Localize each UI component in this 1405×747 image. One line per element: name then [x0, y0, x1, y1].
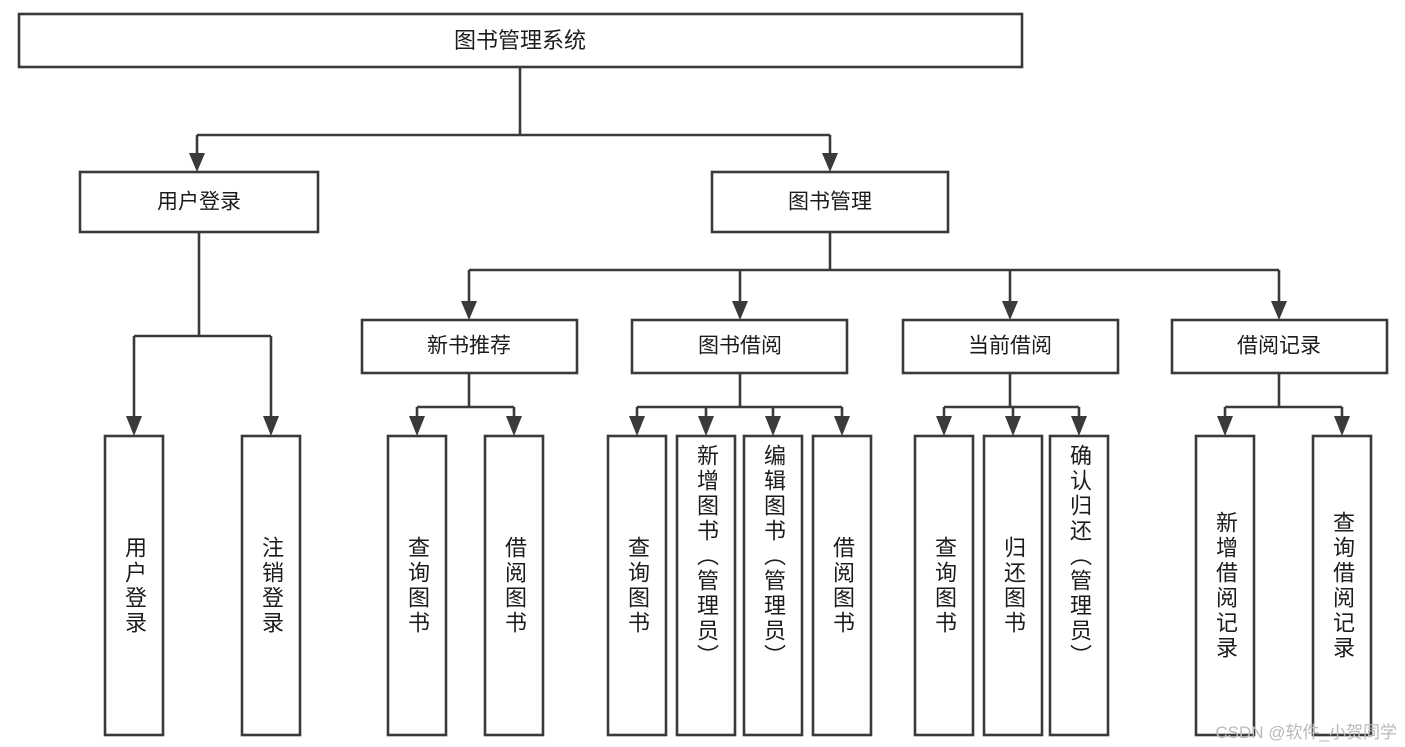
arrowhead-leaf-confirm-return: [1071, 416, 1087, 436]
leaf-logout-login-box[interactable]: [240, 434, 302, 737]
arrowhead-leaf-user-login: [126, 416, 142, 436]
leaf-user-login-box[interactable]: [103, 434, 165, 737]
node-book-borrow-label: 图书借阅: [698, 335, 782, 358]
node-current-borrow-box[interactable]: [901, 318, 1120, 375]
node-borrow-record-label: 借阅记录: [1237, 335, 1321, 358]
arrowhead-leaf-borrow-book-1: [506, 416, 522, 436]
node-root-label: 图书管理系统: [454, 28, 586, 53]
node-borrow-record-box[interactable]: [1170, 318, 1389, 375]
node-root-box[interactable]: [17, 12, 1024, 69]
arrowhead-leaf-add-record: [1217, 416, 1233, 436]
leaf-edit-book-box[interactable]: [742, 434, 804, 737]
csdn-watermark: CSDN @软件_小贺同学: [1215, 723, 1397, 742]
leaf-query-record-box[interactable]: [1311, 434, 1373, 737]
leaf-borrow-book-2-box[interactable]: [811, 434, 873, 737]
leaf-query-book-3-box[interactable]: [913, 434, 975, 737]
leaf-return-book-box[interactable]: [982, 434, 1044, 737]
arrowhead-leaf-query-book-3: [936, 416, 952, 436]
arrowhead-leaf-add-book: [698, 416, 714, 436]
node-user-login-label: 用户登录: [157, 191, 241, 214]
arrowhead-book-manage: [822, 153, 838, 172]
arrowhead-current-borrow: [1002, 301, 1018, 320]
node-new-book-recommend-box[interactable]: [360, 318, 579, 375]
node-current-borrow-label: 当前借阅: [968, 335, 1052, 358]
leaf-add-record-box[interactable]: [1194, 434, 1256, 737]
node-book-manage-box[interactable]: [710, 170, 950, 234]
arrowhead-leaf-query-book-2: [629, 416, 645, 436]
arrowhead-book-borrow: [732, 301, 748, 320]
arrowhead-leaf-logout-login: [263, 416, 279, 436]
arrowhead-leaf-edit-book: [765, 416, 781, 436]
arrowhead-leaf-query-record: [1334, 416, 1350, 436]
arrowhead-leaf-borrow-book-2: [834, 416, 850, 436]
leaf-borrow-book-1-box[interactable]: [483, 434, 545, 737]
arrowhead-new-book-recommend: [461, 301, 477, 320]
arrowhead-borrow-record: [1271, 301, 1287, 320]
leaf-query-book-2-box[interactable]: [606, 434, 668, 737]
node-book-borrow-box[interactable]: [630, 318, 849, 375]
node-book-manage-label: 图书管理: [788, 191, 872, 214]
arrowhead-leaf-query-book-1: [409, 416, 425, 436]
leaf-add-book-box[interactable]: [675, 434, 737, 737]
arrowhead-leaf-return-book: [1005, 416, 1021, 436]
node-new-book-recommend-label: 新书推荐: [427, 335, 511, 358]
arrowhead-user-login: [189, 153, 205, 172]
leaf-confirm-return-box[interactable]: [1048, 434, 1110, 737]
leaf-query-book-1-box[interactable]: [386, 434, 448, 737]
